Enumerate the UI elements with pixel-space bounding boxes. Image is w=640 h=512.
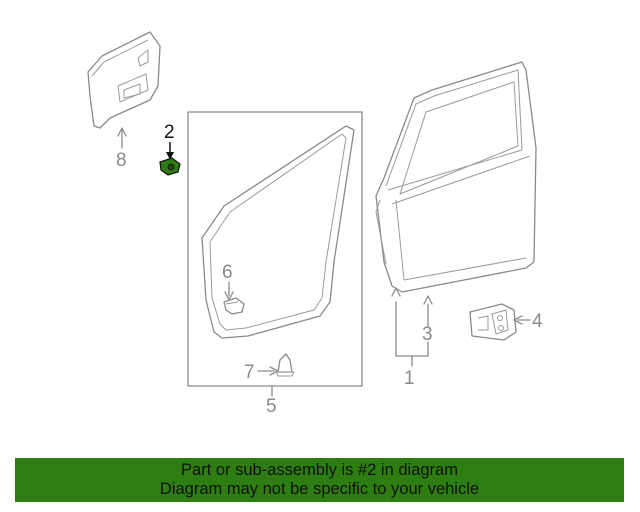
leader-8-arrow [117,127,127,137]
leader-2-arrow [166,152,174,160]
callout-7[interactable]: 7 [244,362,255,383]
hinge-part-4[interactable] [469,303,517,341]
disclaimer-banner: Part or sub-assembly is #2 in diagram Di… [15,458,624,502]
clip-part-7[interactable] [275,353,295,377]
stopper-part-6[interactable] [223,297,245,315]
disclaimer-line-1: Part or sub-assembly is #2 in diagram [181,461,458,479]
weatherstrip-box [187,111,363,387]
callout-2[interactable]: 2 [164,122,175,143]
callout-1[interactable]: 1 [404,368,415,389]
parts-diagram: 8 2 5 6 7 3 1 [87,31,543,417]
callout-6[interactable]: 6 [222,262,233,283]
leader-4-arrow [513,315,523,325]
weatherstrip-part-5[interactable] [201,125,355,339]
callout-4[interactable]: 4 [532,311,543,332]
trim-panel-part-8[interactable] [87,31,161,129]
clip-part-2[interactable] [159,157,181,176]
leader-3-arrow [423,295,433,305]
callout-8[interactable]: 8 [116,150,127,171]
callout-3[interactable]: 3 [422,324,433,345]
disclaimer-line-2: Diagram may not be specific to your vehi… [159,480,480,498]
callout-5[interactable]: 5 [266,396,277,417]
door-shell-part-1[interactable] [375,61,537,293]
leader-1-arrow [391,287,401,297]
